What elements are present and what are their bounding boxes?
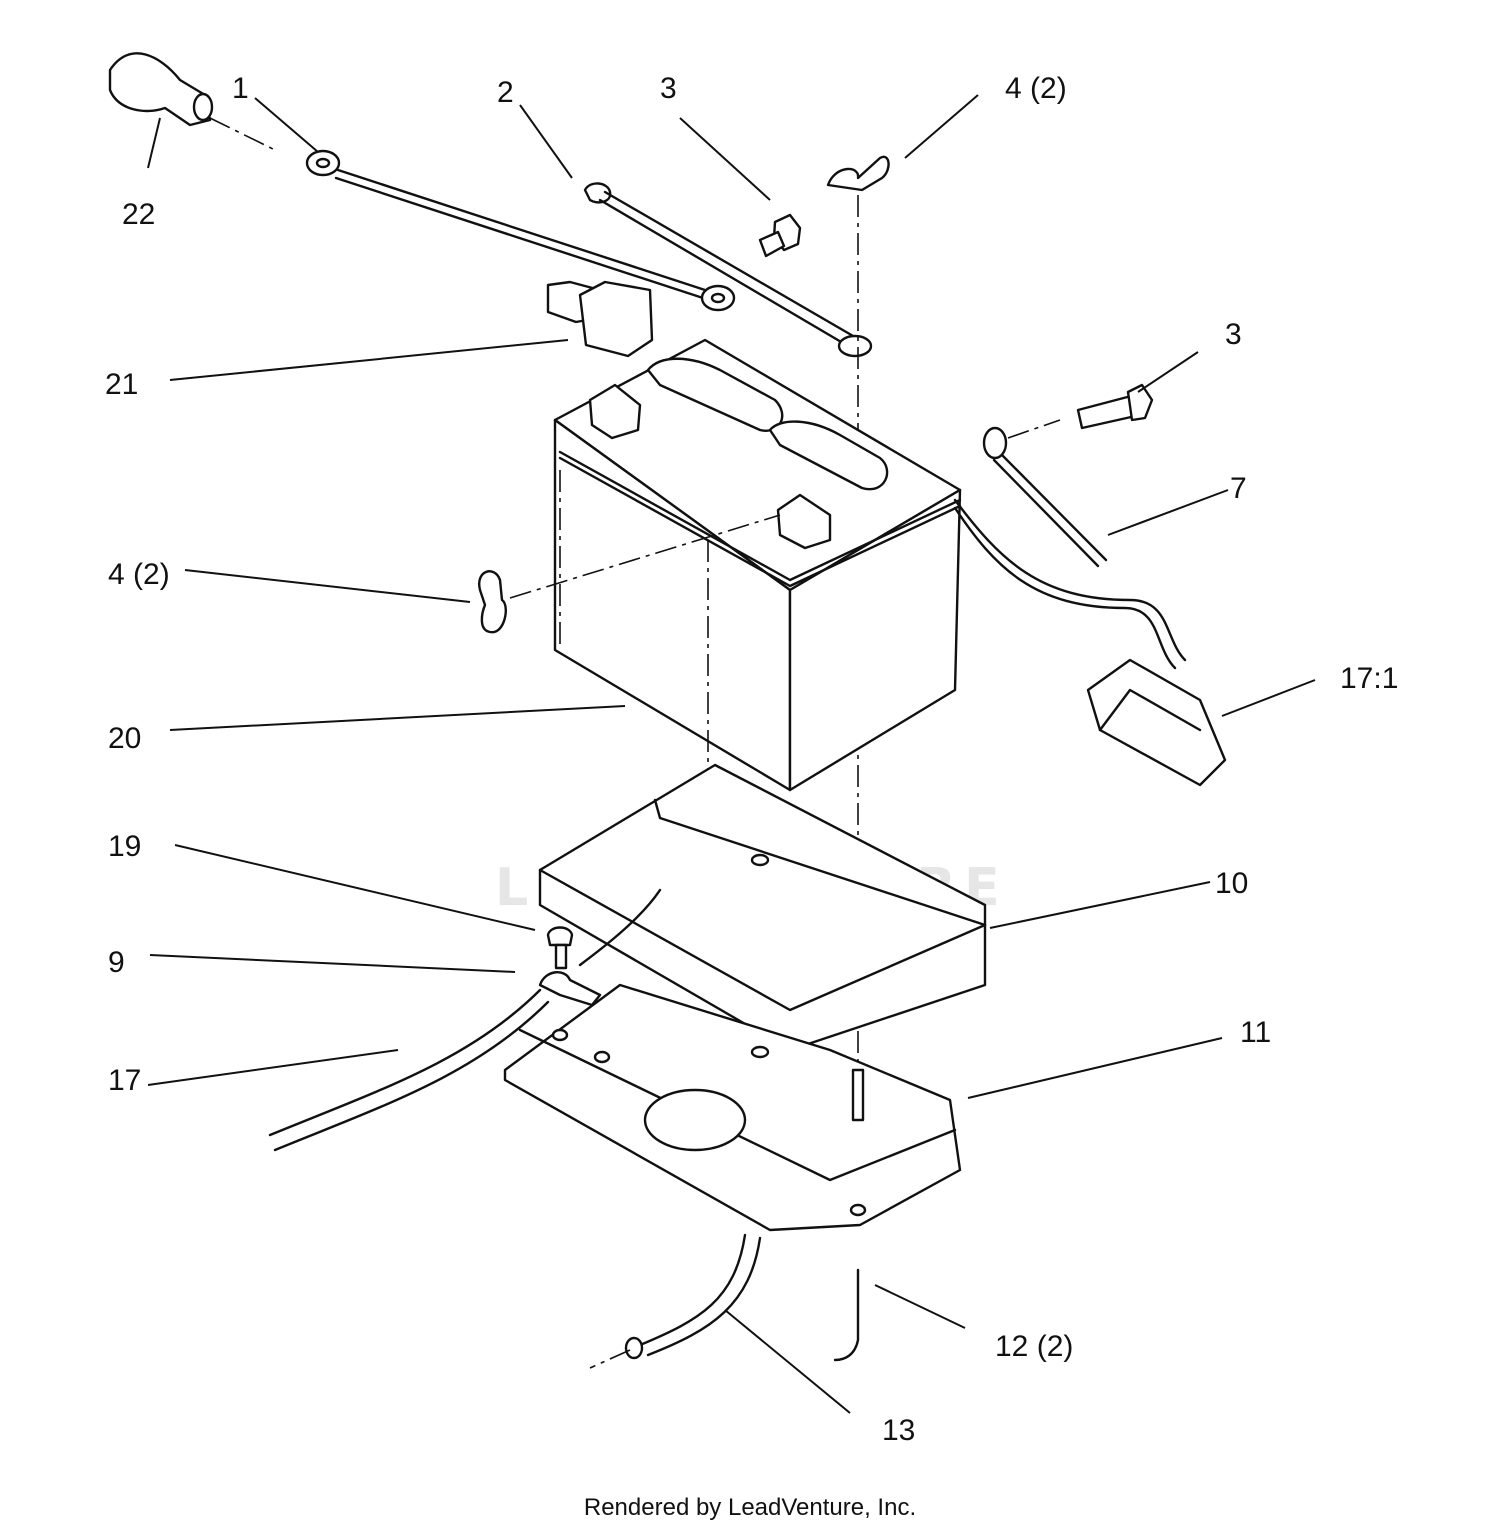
leader-lines [147,94,1316,1414]
label-11: 11 [1240,1016,1271,1049]
part-19-bolt [546,926,574,970]
label-13: 13 [882,1414,915,1447]
part-4-wing-nut-left [478,514,781,634]
label-10: 10 [1215,867,1248,900]
label-22: 22 [122,198,155,231]
part-22-terminal-boot [108,52,276,151]
label-17-1: 17:1 [1340,662,1398,695]
label-3-right: 3 [1225,318,1242,351]
label-20: 20 [108,722,141,755]
part-20-battery [553,338,962,792]
label-4-left: 4 (2) [108,558,170,591]
part-11-plate [503,983,962,1232]
label-3-top: 3 [660,72,677,105]
part-17-harness [268,888,662,1152]
label-2: 2 [497,76,514,109]
part-12-stud [833,1068,865,1362]
part-10-tray [538,763,987,1052]
part-3-bolt-right [1076,383,1154,430]
label-12: 12 (2) [995,1330,1073,1363]
part-3-bolt-top [758,213,802,258]
part-17-1-connector [953,498,1227,787]
part-2-strap [583,182,873,358]
label-7: 7 [1230,472,1247,505]
callout-labels: 22 1 2 3 4 (2) 21 3 7 4 (2) 17:1 20 19 1… [105,72,1398,1447]
part-9-clamp [538,971,602,1007]
label-19: 19 [108,830,141,863]
label-9: 9 [108,946,125,979]
part-13-hose [589,1233,762,1369]
part-21-cover [546,280,654,358]
part-1-cable [305,149,736,312]
credit-text: Rendered by LeadVenture, Inc. [584,1494,916,1521]
label-1: 1 [232,72,249,105]
label-21: 21 [105,368,138,401]
label-17: 17 [108,1064,141,1097]
label-4-top: 4 (2) [1005,72,1067,105]
part-7-cable [982,419,1108,568]
